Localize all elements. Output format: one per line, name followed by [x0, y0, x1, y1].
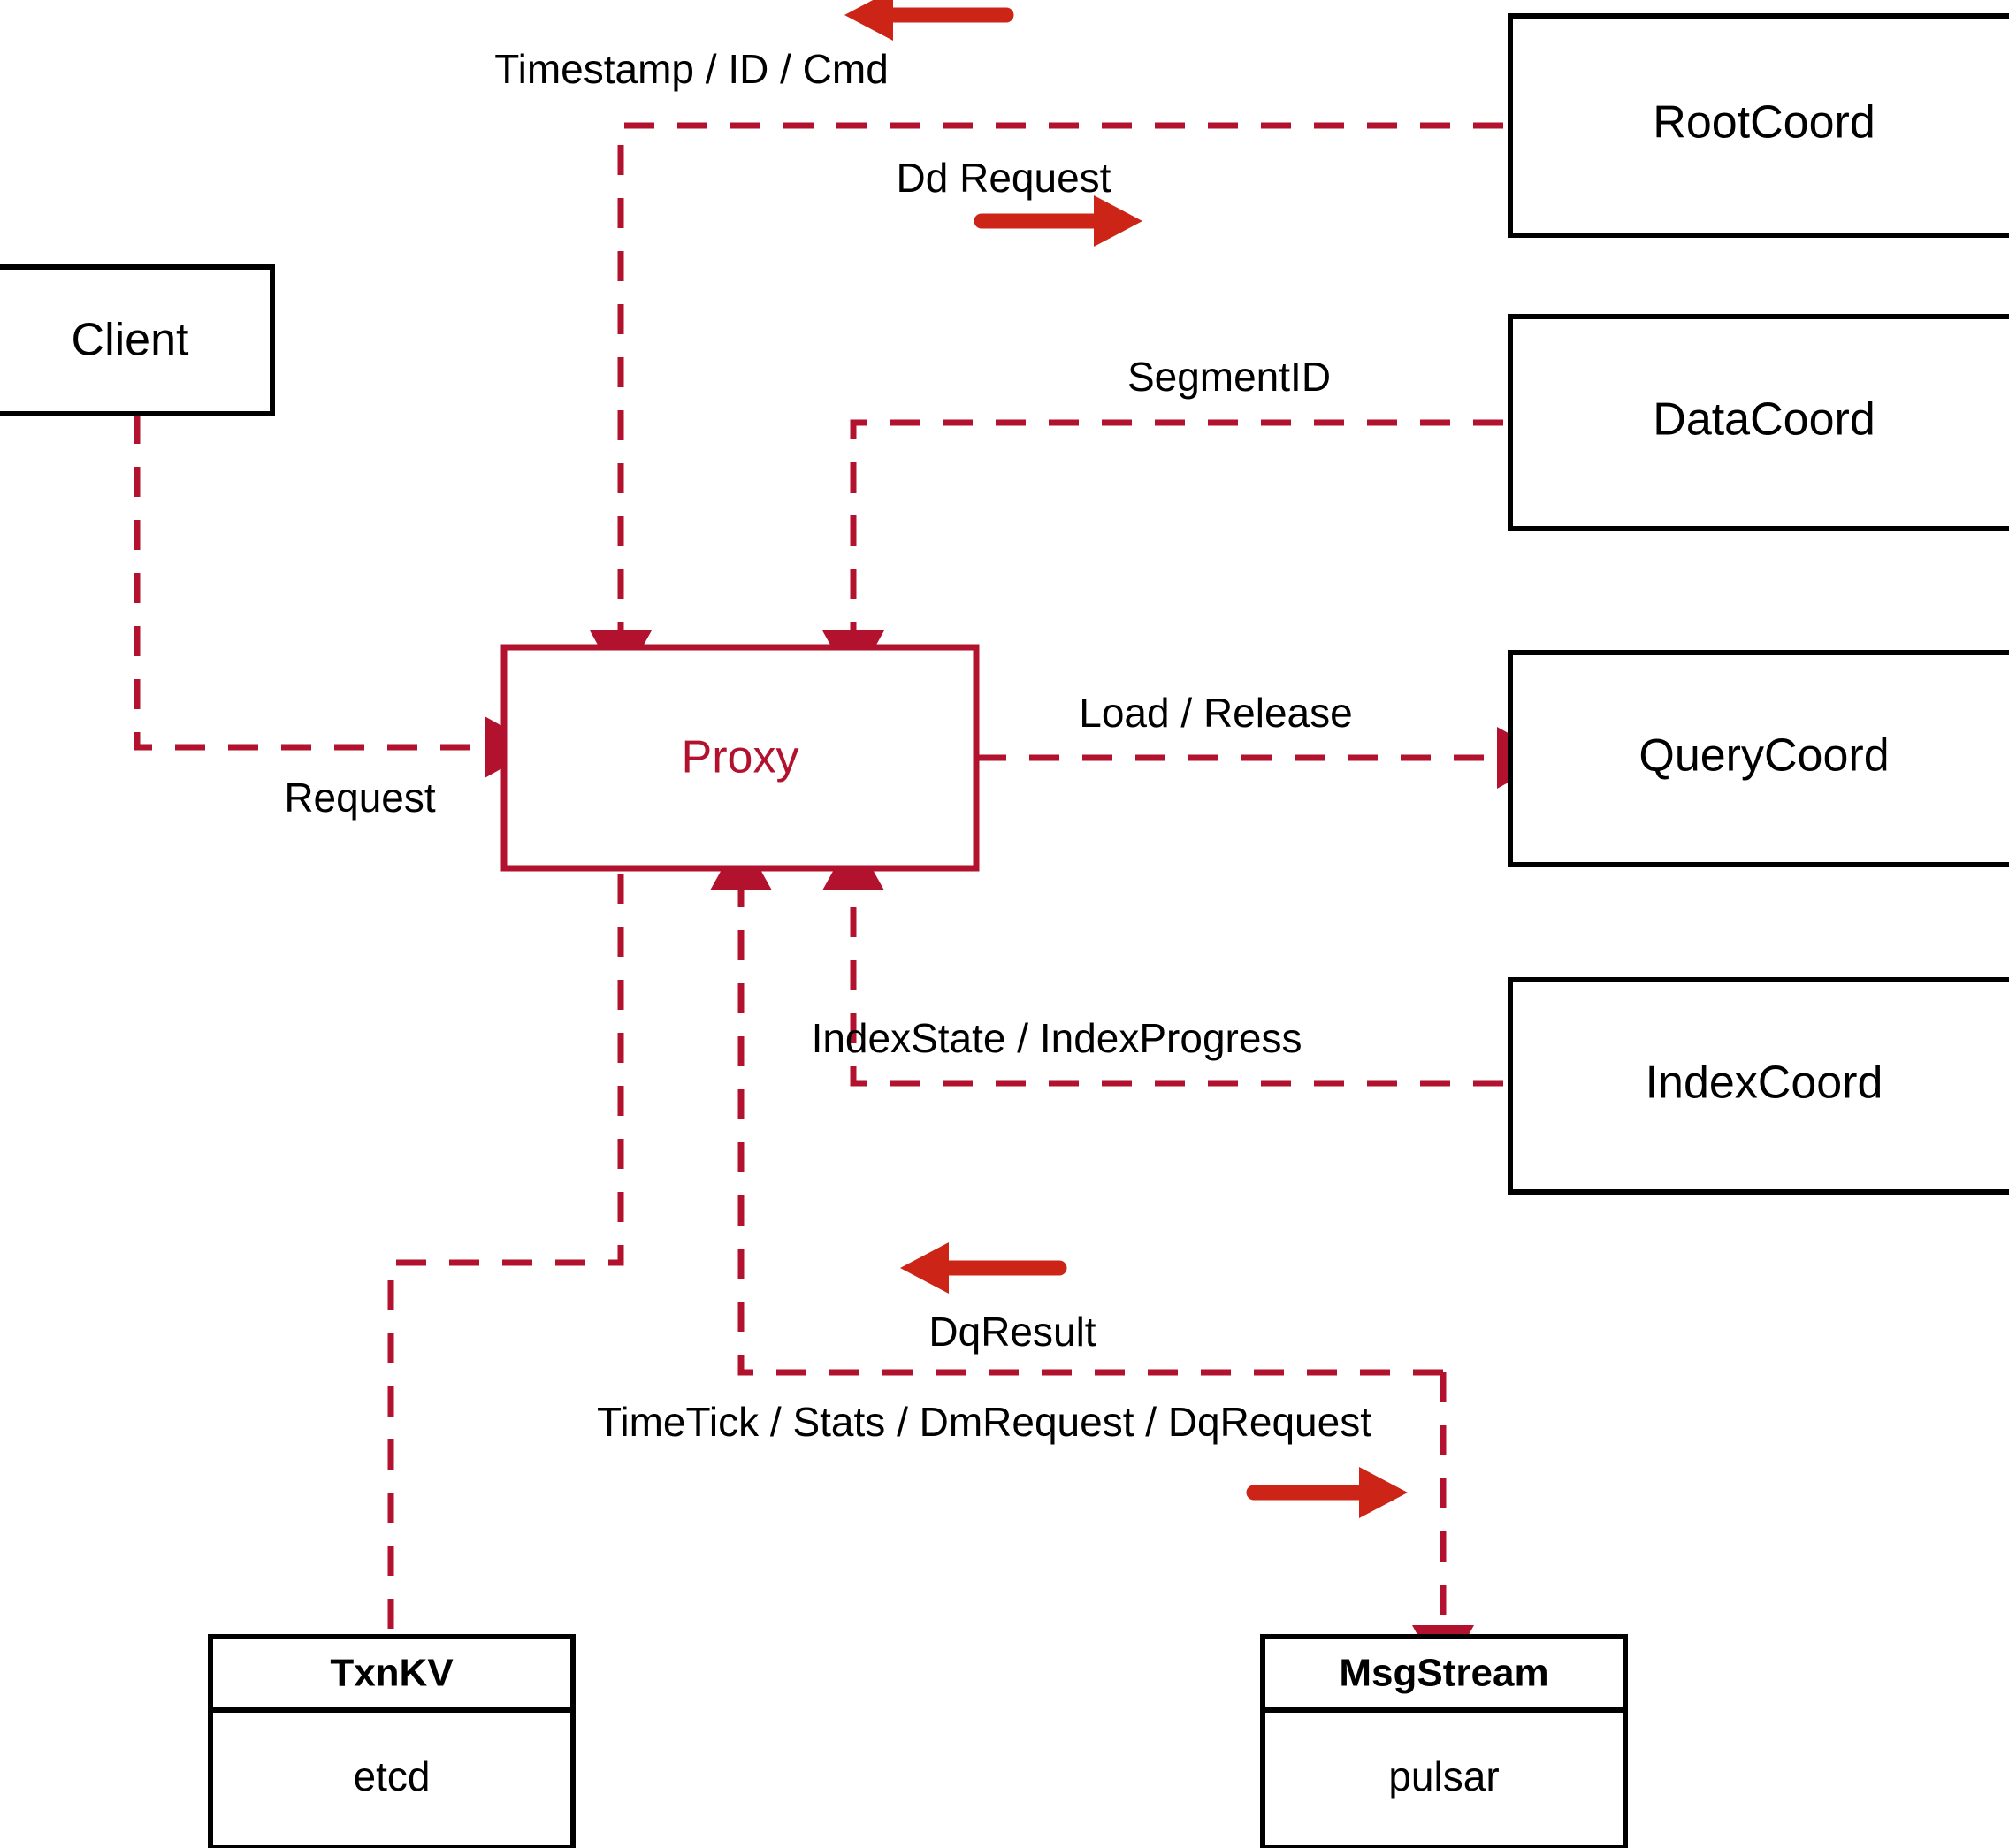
node-indexcoord[interactable]: IndexCoord [1508, 977, 2009, 1195]
node-datacoord[interactable]: DataCoord [1508, 314, 2009, 531]
node-msgstream-header: MsgStream [1339, 1652, 1548, 1695]
node-txnkv-body: etcd [354, 1753, 431, 1799]
edge-label-dqresult: DqResult [928, 1309, 1096, 1355]
direction-arrow-left-dqresult [900, 1242, 1067, 1294]
node-client-label: Client [72, 315, 189, 366]
edge-label-indexstate-indexprogress: IndexState / IndexProgress [812, 1015, 1302, 1061]
node-indexcoord-label: IndexCoord [1646, 1058, 1883, 1109]
edge-label-timestamp-id-cmd: Timestamp / ID / Cmd [494, 46, 889, 92]
node-datacoord-label: DataCoord [1653, 394, 1875, 446]
node-querycoord[interactable]: QueryCoord [1508, 650, 2009, 867]
direction-arrow-right-timetick [1246, 1467, 1408, 1518]
node-rootcoord-label: RootCoord [1653, 97, 1875, 149]
node-client[interactable]: Client [0, 264, 275, 416]
edge-client-proxy [134, 414, 540, 778]
edge-label-load-release: Load / Release [1079, 690, 1352, 736]
direction-arrow-right-ddrequest [974, 195, 1142, 247]
node-msgstream[interactable]: MsgStream pulsar [1260, 1634, 1628, 1848]
node-rootcoord[interactable]: RootCoord [1508, 13, 2009, 238]
edge-msgstream-proxy [710, 835, 1443, 1376]
direction-arrow-left-timestamp [844, 0, 1014, 41]
edge-label-dd-request: Dd Request [897, 155, 1111, 201]
edge-label-segmentid: SegmentID [1127, 354, 1331, 400]
node-txnkv[interactable]: TxnKV etcd [208, 1634, 576, 1848]
node-txnkv-header: TxnKV [330, 1652, 454, 1695]
edge-label-timetick-stats-dmrequest-dqrequest: TimeTick / Stats / DmRequest / DqRequest [597, 1399, 1371, 1445]
edge-proxy-txnkv [387, 874, 624, 1634]
node-proxy[interactable]: Proxy [500, 644, 980, 872]
edge-indexcoord-proxy [822, 835, 1503, 1087]
edge-rootcoord-proxy [590, 122, 1503, 686]
node-querycoord-label: QueryCoord [1639, 730, 1889, 782]
node-msgstream-body: pulsar [1388, 1753, 1499, 1799]
node-proxy-label: Proxy [682, 732, 799, 783]
edge-label-request: Request [284, 775, 436, 821]
edge-datacoord-proxy [822, 419, 1503, 686]
